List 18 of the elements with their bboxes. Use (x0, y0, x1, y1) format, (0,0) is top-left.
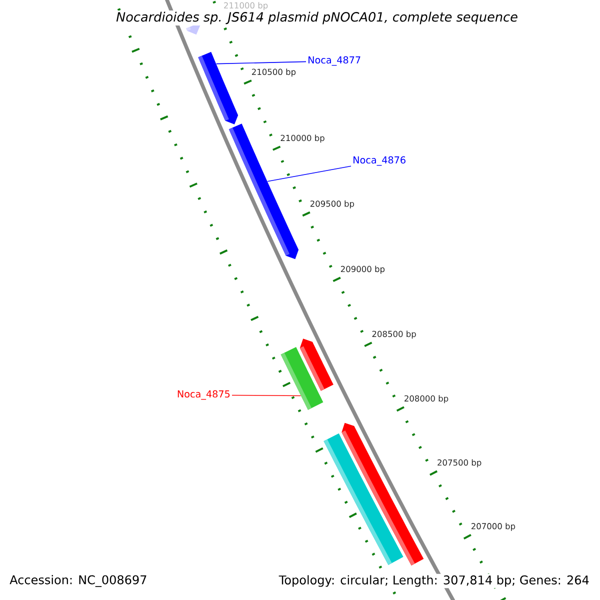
gene-block (198, 52, 238, 124)
tick-label: 208000 bp (404, 395, 448, 404)
gene-block (280, 347, 324, 410)
accession-note: Accession: NC_008697 (8, 574, 149, 588)
gene-label: Noca_4877 (308, 56, 360, 66)
leader-line (267, 166, 352, 182)
tick-label: 210000 bp (280, 134, 324, 143)
topology-note: Topology: circular; Length: 307,814 bp; Genes: 264 (278, 574, 591, 588)
tick-label: 208500 bp (372, 330, 416, 339)
leader-line (216, 61, 306, 64)
tick-label: 209000 bp (340, 266, 385, 274)
title: Nocardioides sp. JS614 plasmid pNOCA01, complete sequence (114, 10, 520, 26)
gene-label: Noca_4876 (354, 156, 406, 166)
tick-label: 207000 bp (471, 522, 516, 531)
leader-line (232, 394, 302, 396)
gene-block (324, 433, 404, 565)
gene-label: Noca_4875 (178, 390, 230, 400)
tick-label: 211000 bp (224, 2, 268, 10)
